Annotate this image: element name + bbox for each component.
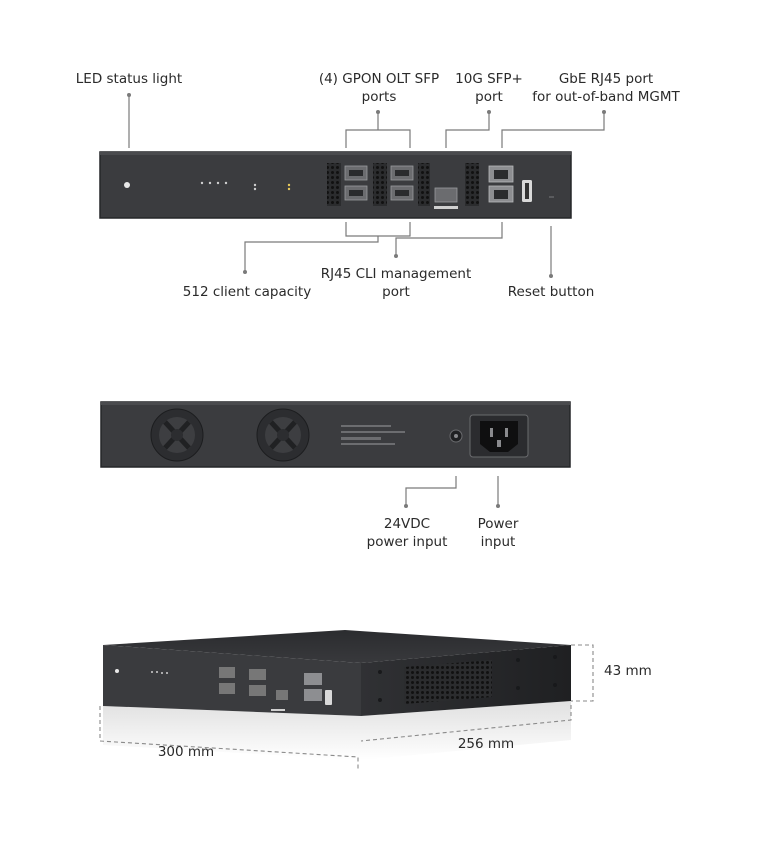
regulatory-label — [341, 425, 405, 445]
vent-grille — [327, 163, 341, 206]
callout-gbe-mgmt: GbE RJ45 port for out-of-band MGMT — [532, 71, 680, 105]
sfp-plus-cage — [434, 187, 458, 203]
vent-grille — [373, 163, 387, 206]
rear-panel-device — [100, 401, 571, 468]
callout-dc-input: 24VDC power input — [366, 516, 448, 550]
callout-client-capacity: 512 client capacity — [182, 284, 312, 300]
callout-led-status: LED status light — [75, 71, 183, 87]
rear-leader-lines — [405, 476, 499, 506]
vent-grille — [418, 163, 430, 206]
callout-gpon-ports: (4) GPON OLT SFP ports — [318, 71, 440, 105]
callout-ac-input: Power input — [477, 516, 519, 550]
dimension-lines — [99, 644, 594, 770]
fan-left — [150, 408, 204, 462]
dimension-height: 43 mm — [604, 663, 652, 679]
status-led — [124, 182, 130, 188]
front-leader-lines — [128, 95, 605, 276]
front-panel-device — [99, 151, 572, 219]
callout-reset: Reset button — [507, 284, 595, 300]
dimension-width: 300 mm — [157, 744, 215, 760]
vent-grille — [465, 163, 479, 206]
dimension-depth: 256 mm — [457, 736, 515, 752]
isometric-device — [103, 630, 571, 760]
fan-right — [256, 408, 310, 462]
callout-cli-port: RJ45 CLI management port — [320, 266, 472, 300]
reset-pinhole — [549, 196, 554, 198]
port-leds — [200, 181, 291, 191]
callout-sfp-plus: 10G SFP+ port — [455, 71, 523, 105]
